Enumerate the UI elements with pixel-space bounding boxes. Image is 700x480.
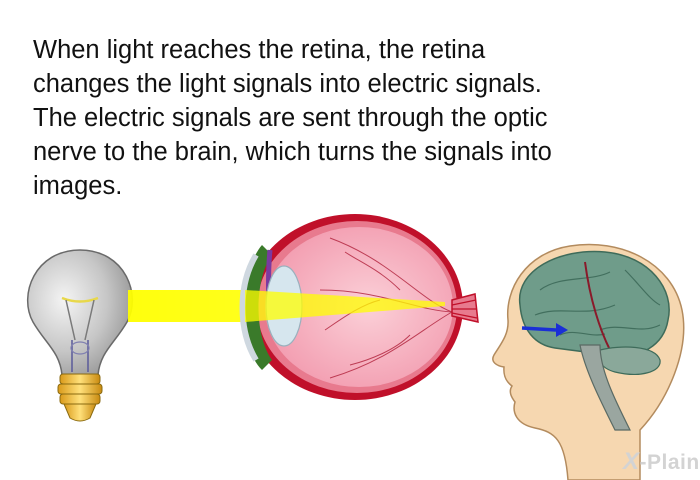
brand-logo: X-Plain bbox=[623, 448, 700, 476]
human-head-brain-icon bbox=[492, 243, 685, 480]
eye-cross-section-icon bbox=[239, 214, 479, 400]
caption-text: When light reaches the retina, the retin… bbox=[33, 36, 552, 200]
brand-mark: X bbox=[623, 448, 640, 475]
light-bulb-icon bbox=[26, 249, 134, 422]
signal-arrow-icon bbox=[521, 323, 568, 337]
brand-name: -Plain bbox=[639, 451, 700, 474]
